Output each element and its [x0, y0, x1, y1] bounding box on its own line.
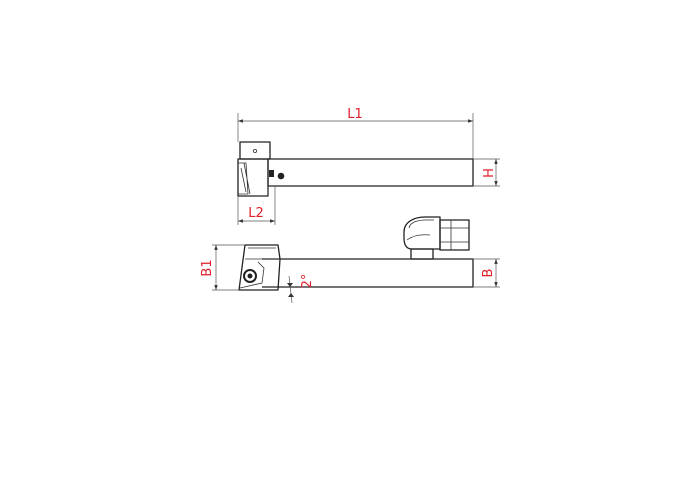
top-view [237, 141, 474, 197]
dimension-l1: L1 [237, 107, 474, 159]
dimension-b: B [473, 258, 500, 288]
label-b1: B1 [200, 259, 215, 276]
side-insert-ring [243, 269, 257, 283]
dimension-angle: 2° [287, 274, 315, 304]
label-h: H [482, 168, 497, 178]
top-screw [277, 172, 285, 180]
side-insert-edge [239, 261, 265, 289]
dimension-l2: L2 [237, 186, 276, 225]
label-l1: L1 [347, 107, 363, 122]
top-insert [238, 162, 251, 195]
side-head [238, 244, 281, 291]
side-view [238, 216, 474, 291]
top-insert-tip [269, 170, 274, 177]
dimension-b1: B1 [200, 244, 245, 291]
label-l2: L2 [248, 206, 264, 221]
label-angle: 2° [300, 274, 315, 289]
top-clamp [239, 141, 271, 160]
top-shank [267, 158, 474, 187]
top-pin [252, 148, 257, 153]
coolant-fitting [403, 216, 470, 260]
side-insert-screw [247, 273, 253, 279]
dimension-h: H [473, 158, 500, 187]
side-shank [262, 258, 474, 288]
label-b: B [481, 269, 496, 278]
top-head [237, 158, 269, 197]
